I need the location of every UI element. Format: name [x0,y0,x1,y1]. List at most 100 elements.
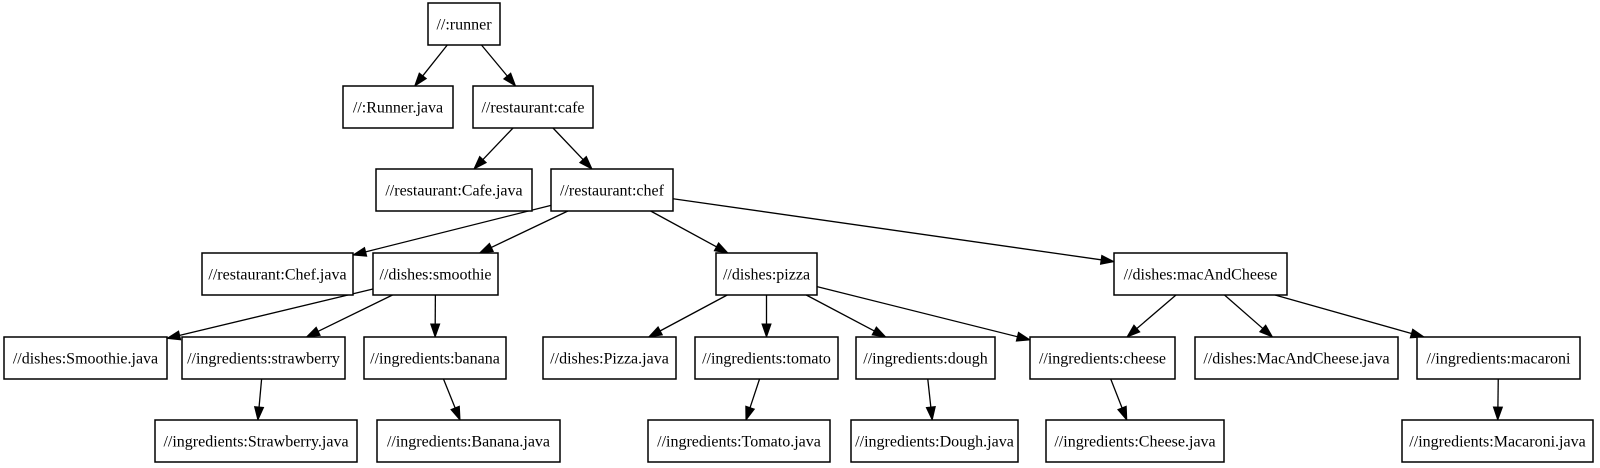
edge-cafe-cafe-java [472,127,514,171]
node-smoothie-java: //dishes:Smoothie.java [3,336,168,380]
edge-line [927,378,932,408]
edge-runner-runner-java [413,44,448,88]
node-box [201,252,354,296]
node-box [376,419,561,463]
arrowhead-icon [925,406,936,422]
edge-line [317,294,393,332]
edge-chef-mac-and-cheese [672,198,1116,265]
arrowhead-icon [450,405,461,422]
edge-line [365,204,552,253]
arrowhead-icon [430,323,441,339]
node-label: //restaurant:Chef.java [208,267,346,284]
edge-line [1136,294,1177,330]
node-label: //:runner [436,17,492,34]
arrowhead-icon [305,326,321,338]
edge-mac-and-cheese-mac-and-cheese-java [1224,294,1274,339]
arrowhead-icon [713,241,730,254]
node-label: //dishes:MacAndCheese.java [1203,351,1389,368]
edge-line [1224,294,1264,329]
node-box [550,168,674,212]
edge-line [482,127,514,161]
edge-line [805,294,875,332]
node-mac-and-cheese: //dishes:macAndCheese [1113,252,1288,296]
arrowhead-icon [871,326,888,338]
node-box [1029,336,1176,380]
edge-line [491,210,569,249]
edge-line [422,44,448,77]
node-label: //ingredients:Macaroni.java [1409,434,1585,451]
edge-pizza-cheese [816,285,1032,342]
node-box [542,336,677,380]
node-label: //dishes:Pizza.java [550,351,669,368]
edge-cafe-chef [552,127,594,171]
edge-line [816,285,1018,338]
edge-mac-and-cheese-cheese [1125,294,1177,338]
node-dough-java: //ingredients:Dough.java [850,419,1019,463]
edge-line [650,210,717,248]
node-label: //restaurant:chef [560,183,665,200]
arrowhead-icon [647,326,664,338]
edge-line [552,127,584,161]
node-banana-java: //ingredients:Banana.java [376,419,561,463]
node-strawberry: //ingredients:strawberry [181,336,346,380]
arrowhead-icon [1099,254,1116,265]
edge-dough-dough-java [925,378,936,422]
arrowhead-icon [413,72,428,88]
arrowhead-icon [472,155,488,171]
node-pizza: //dishes:pizza [715,252,818,296]
arrowhead-icon [478,242,495,254]
node-label: //ingredients:cheese [1039,351,1166,368]
arrowhead-icon [1117,405,1128,422]
arrowhead-icon [1015,331,1032,342]
arrowhead-icon [351,246,368,257]
node-label: //ingredients:dough [863,351,987,368]
node-chef-java: //restaurant:Chef.java [201,252,354,296]
node-label: //dishes:Smoothie.java [13,351,158,368]
arrowhead-icon [745,405,756,422]
node-chef: //restaurant:chef [550,168,674,212]
edge-line [258,378,263,408]
edge-tomato-tomato-java [745,378,761,422]
edge-smoothie-banana [430,294,441,339]
node-label: //ingredients:Banana.java [387,434,550,451]
node-dough: //ingredients:dough [855,336,996,380]
node-macaroni-java: //ingredients:Macaroni.java [1401,419,1594,463]
node-box [1401,419,1594,463]
node-label: //ingredients:tomato [702,351,831,368]
edge-macaroni-macaroni-java [1492,378,1504,422]
arrowhead-icon [253,406,265,422]
edge-banana-banana-java [442,378,461,422]
node-tomato-java: //ingredients:Tomato.java [647,419,831,463]
node-label: //dishes:macAndCheese [1124,267,1278,284]
node-box [694,336,839,380]
edge-line [480,44,508,77]
edge-line [1110,378,1123,409]
arrowhead-icon [1492,406,1504,422]
node-box [154,419,358,463]
node-cafe-java: //restaurant:Cafe.java [375,168,533,212]
edges-layer [165,44,1504,422]
arrowhead-icon [502,72,517,88]
node-label: //:Runner.java [353,100,443,117]
node-mac-and-cheese-java: //dishes:MacAndCheese.java [1194,336,1399,380]
node-box [472,85,594,129]
edge-pizza-pizza-java [647,294,728,338]
edge-line [1274,294,1412,335]
node-banana: //ingredients:banana [363,336,507,380]
edge-smoothie-smoothie-java [165,288,374,341]
nodes-layer: //:runner //:Runner.java //restaurant:cafe… [3,2,1594,463]
node-box [375,168,533,212]
node-cafe: //restaurant:cafe [472,85,594,129]
node-macaroni: //ingredients:macaroni [1416,336,1581,380]
node-runner: //:runner [427,2,501,46]
node-tomato: //ingredients:tomato [694,336,839,380]
edge-cheese-cheese-java [1110,378,1128,422]
node-label: //ingredients:Strawberry.java [163,434,348,451]
edge-chef-pizza [650,210,730,254]
node-runner-java: //:Runner.java [342,85,454,129]
node-box [1416,336,1581,380]
node-label: //dishes:smoothie [380,267,492,284]
node-box [342,85,454,129]
